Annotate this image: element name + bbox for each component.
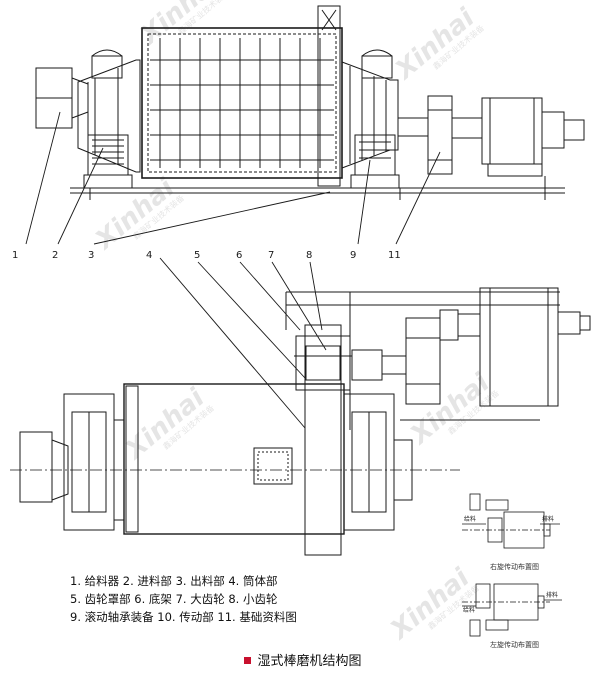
callout-3: 3 (88, 250, 94, 261)
callout-5: 5 (194, 250, 200, 261)
caption-bullet-icon (244, 657, 252, 664)
caption-text: 湿式棒磨机结构图 (257, 654, 362, 669)
inset-right-drive: 给料 排料 (462, 493, 560, 549)
callout-11: 11 (388, 250, 401, 261)
callout-9: 9 (350, 250, 356, 261)
callout-labels: 1 2 3 4 5 6 7 8 9 11 (12, 250, 401, 261)
feeder (35, 67, 89, 129)
callout-2: 2 (52, 250, 58, 261)
figure-caption: 湿式棒磨机结构图 (0, 650, 606, 669)
legend-line-2: 5. 齿轮罩部 6. 底架 7. 大齿轮 8. 小齿轮 (70, 592, 278, 606)
watermarks: Xinhai 鑫海矿业技术装备 Xinhai 鑫海矿业技术装备 Xinhai 鑫… (89, 0, 501, 647)
inset-right-title: 右旋传动布置图 (490, 563, 539, 571)
plan-drum (123, 383, 345, 535)
legend-line-3: 9. 滚动轴承装备 10. 传动部 11. 基础资料图 (70, 610, 297, 624)
legend-line-1: 1. 给料器 2. 进料部 3. 出料部 4. 筒体部 (70, 574, 278, 588)
callout-4: 4 (146, 250, 152, 261)
right-bearing (350, 49, 400, 189)
callout-1: 1 (12, 250, 18, 261)
drum-shell (141, 27, 343, 179)
plan-base-frame (285, 291, 560, 430)
discharge-head (341, 61, 399, 169)
drive-train (397, 95, 585, 177)
gear-guard (317, 5, 341, 187)
inset-left-label-in: 给料 (463, 606, 475, 614)
callout-leaders (25, 111, 441, 429)
inset-right-label-out: 排料 (542, 515, 554, 523)
inset-left-drive: 给料 排料 (462, 583, 562, 637)
plan-view (10, 287, 591, 556)
parts-legend: 1. 给料器 2. 进料部 3. 出料部 4. 筒体部 5. 齿轮罩部 6. 底… (70, 572, 297, 626)
callout-7: 7 (268, 250, 274, 261)
plan-drive-train (351, 287, 591, 407)
inset-right-label-in: 给料 (464, 515, 476, 523)
plan-feeder (19, 393, 125, 531)
inset-left-label-out: 排料 (546, 591, 558, 599)
side-elevation-view (35, 5, 585, 200)
plan-manhole (253, 447, 293, 485)
callout-8: 8 (306, 250, 312, 261)
plan-discharge (343, 393, 413, 531)
feed-head (77, 59, 141, 173)
left-bearing (83, 49, 133, 189)
plan-gear (294, 324, 352, 556)
inset-left-title: 左旋传动布置图 (490, 641, 539, 649)
callout-6: 6 (236, 250, 242, 261)
